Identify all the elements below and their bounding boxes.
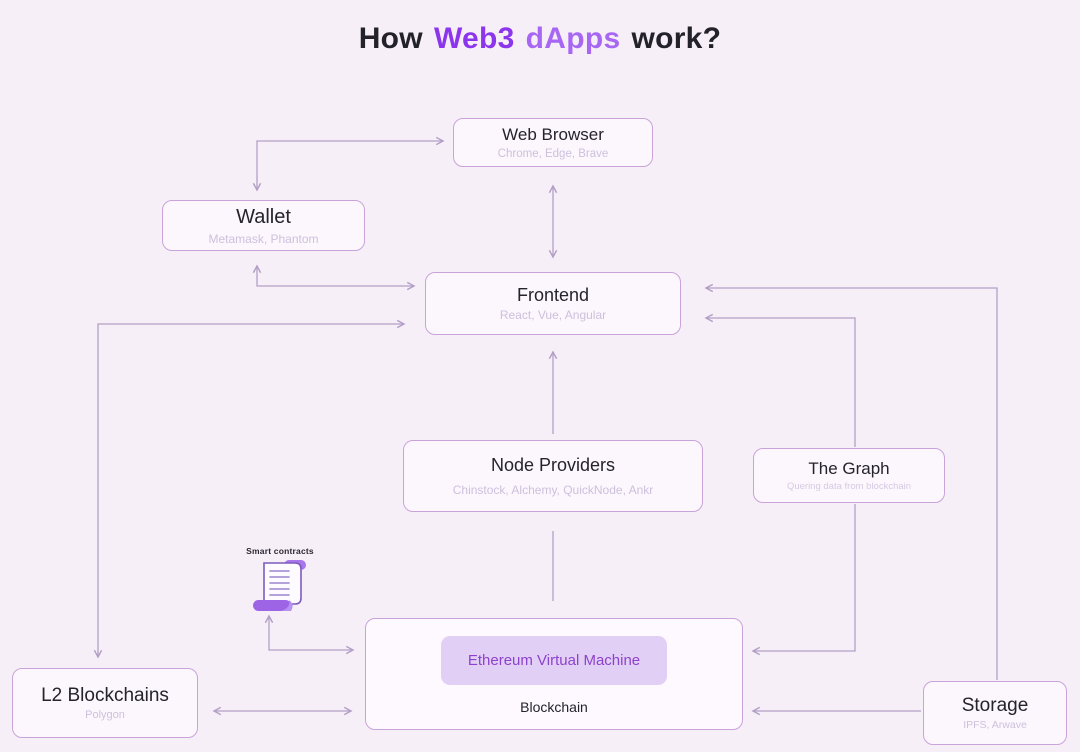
storage-subtitle: IPFS, Arwave xyxy=(963,719,1027,732)
node-the-graph: The Graph Quering data from blockchain xyxy=(753,448,945,503)
edge-the-graph-blockchain xyxy=(751,504,856,656)
node-storage: Storage IPFS, Arwave xyxy=(923,681,1067,745)
frontend-title: Frontend xyxy=(516,284,590,305)
node-wallet: Wallet Metamask, Phantom xyxy=(162,200,365,251)
storage-title: Storage xyxy=(961,694,1029,716)
scroll-icon xyxy=(253,560,306,611)
edge-wallet-frontend xyxy=(252,264,416,291)
smart-contracts-label: Smart contracts xyxy=(246,546,314,556)
edge-the-graph-frontend xyxy=(704,313,856,447)
edge-smart-contracts-blockchain xyxy=(264,614,355,655)
blockchain-label: Blockchain xyxy=(520,698,588,715)
title-part-work: work? xyxy=(631,22,722,55)
web-browser-subtitle: Chrome, Edge, Brave xyxy=(497,147,609,160)
title-part-dapps: dApps xyxy=(525,22,621,55)
node-blockchain: Ethereum Virtual Machine Blockchain xyxy=(365,618,743,730)
node-providers-subtitle: Chinstock, Alchemy, QuickNode, Ankr xyxy=(452,482,654,497)
page-title: How Web3 dApps work? xyxy=(0,22,1080,56)
node-web-browser: Web Browser Chrome, Edge, Brave xyxy=(453,118,653,167)
wallet-title: Wallet xyxy=(236,205,291,228)
frontend-subtitle: React, Vue, Angular xyxy=(499,308,607,323)
web-browser-title: Web Browser xyxy=(502,125,604,145)
the-graph-subtitle: Quering data from blockchain xyxy=(786,480,912,492)
wallet-subtitle: Metamask, Phantom xyxy=(208,231,319,246)
edge-wallet-web-browser xyxy=(252,136,445,192)
evm-pill: Ethereum Virtual Machine xyxy=(441,635,667,685)
node-l2-blockchains: L2 Blockchains Polygon xyxy=(12,668,198,738)
the-graph-title: The Graph xyxy=(808,459,890,479)
l2-blockchains-subtitle: Polygon xyxy=(85,709,125,722)
node-frontend: Frontend React, Vue, Angular xyxy=(425,272,681,335)
node-node-providers: Node Providers Chinstock, Alchemy, Quick… xyxy=(403,440,703,512)
smart-contracts-figure: Smart contracts xyxy=(240,546,320,612)
l2-blockchains-title: L2 Blockchains xyxy=(41,684,169,706)
evm-label: Ethereum Virtual Machine xyxy=(467,651,641,669)
title-part-how: How xyxy=(358,22,423,55)
node-providers-title: Node Providers xyxy=(490,455,616,476)
title-part-web3: Web3 xyxy=(433,22,515,55)
